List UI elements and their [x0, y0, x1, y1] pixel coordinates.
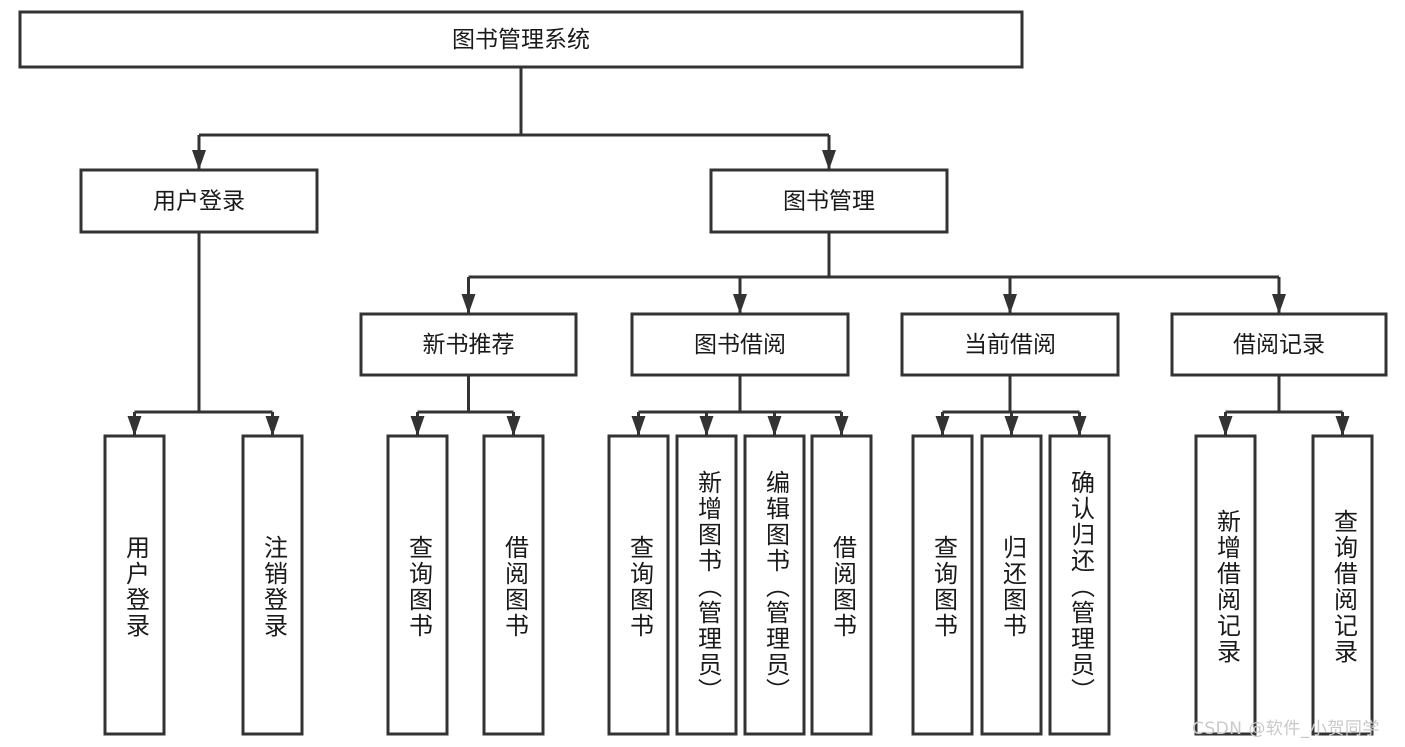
arrow-head-icon-leaf-query-book-3 [935, 416, 950, 436]
node-book-borrow[interactable] [630, 312, 850, 377]
node-leaf-borrow-book-1[interactable] [482, 434, 545, 736]
arrow-head-icon-leaf-query-book-1 [410, 416, 425, 436]
arrow-head-icon-borrow-record [1272, 294, 1286, 314]
arrow-head-icon-book-borrow [733, 294, 747, 314]
node-book-management-label: 图书管理 [783, 189, 875, 215]
node-user-login-label: 用户登录 [153, 189, 245, 215]
node-book-management[interactable] [709, 168, 949, 234]
node-leaf-return-book[interactable] [980, 434, 1043, 736]
node-book-borrow-label: 图书借阅 [694, 332, 786, 358]
node-borrow-record[interactable] [1170, 312, 1388, 377]
node-leaf-query-book-1[interactable] [386, 434, 449, 736]
node-leaf-add-book[interactable] [675, 434, 738, 736]
arrow-head-icon-leaf-add-book [699, 416, 714, 436]
node-user-login[interactable] [79, 168, 319, 234]
csdn-watermark: CSDN @软件_小贺同学 [1192, 719, 1380, 739]
arrow-head-icon-leaf-return-book [1004, 416, 1019, 436]
node-root-title-label: 图书管理系统 [452, 27, 590, 53]
arrow-head-icon-new-book-recommend [461, 294, 476, 314]
arrow-head-icon-book-management [822, 150, 836, 170]
arrow-head-icon-current-borrow [1003, 294, 1017, 314]
node-leaf-query-book-3[interactable] [911, 434, 974, 736]
arrow-head-icon-leaf-borrow-book-2 [834, 416, 849, 436]
node-new-book-recommend[interactable] [359, 312, 578, 377]
node-leaf-query-book-2[interactable] [607, 434, 670, 736]
node-leaf-edit-book[interactable] [743, 434, 806, 736]
arrow-head-icon-leaf-query-book-2 [631, 416, 646, 436]
arrow-head-icon-leaf-borrow-book-1 [506, 416, 521, 436]
arrow-head-icon-leaf-user-login [127, 416, 142, 436]
node-leaf-borrow-book-2[interactable] [810, 434, 873, 736]
arrow-head-icon-leaf-query-record [1335, 416, 1350, 436]
arrow-head-icon-user-login [192, 150, 206, 170]
node-new-book-recommend-label: 新书推荐 [423, 332, 515, 358]
arrow-head-icon-leaf-confirm-return [1072, 416, 1087, 436]
node-leaf-user-logout[interactable] [241, 434, 304, 736]
arrow-head-icon-leaf-edit-book [767, 416, 782, 436]
arrow-head-icon-leaf-user-logout [265, 416, 280, 436]
node-leaf-query-record[interactable] [1311, 434, 1374, 736]
arrow-head-icon-leaf-add-record [1218, 416, 1233, 436]
node-current-borrow-label: 当前借阅 [964, 332, 1056, 358]
node-leaf-user-login[interactable] [103, 434, 166, 736]
node-leaf-add-record[interactable] [1194, 434, 1257, 736]
node-borrow-record-label: 借阅记录 [1233, 332, 1325, 358]
connector-edges [127, 67, 1350, 436]
node-leaf-confirm-return[interactable] [1048, 434, 1111, 736]
node-current-borrow[interactable] [900, 312, 1120, 377]
node-root-title[interactable] [18, 10, 1024, 69]
